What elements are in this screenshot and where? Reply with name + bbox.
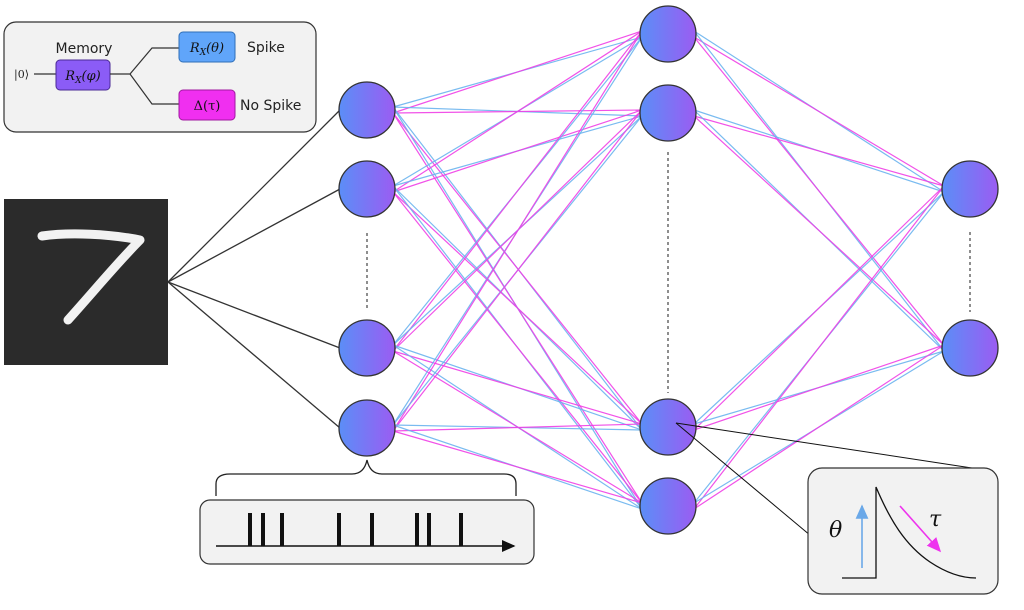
neuron-node-l3-1 — [941, 160, 999, 218]
spike-bars — [248, 513, 463, 546]
synapse-edge — [693, 36, 945, 346]
spike-gate — [178, 31, 236, 63]
neuron-node-l3-2 — [941, 319, 999, 377]
neuron-node-l1-4 — [338, 399, 396, 457]
network-nodes — [338, 5, 999, 535]
neuron-node-l2-3 — [639, 398, 697, 456]
ket-zero-label: |0⟩ — [14, 68, 29, 82]
synapse-edge — [392, 109, 643, 432]
synapse-edge — [392, 350, 643, 425]
nospike-gate — [178, 89, 236, 121]
brace — [215, 459, 517, 496]
tau-arrow — [899, 505, 942, 553]
theta-label: θ — [829, 518, 842, 543]
ellipsis-dashes — [366, 152, 971, 393]
synapse-edge — [392, 30, 643, 193]
synapse-edge — [392, 191, 643, 425]
neuron-node-l1-1 — [338, 81, 396, 139]
memory-label: Memory — [56, 41, 113, 57]
spike-label: Spike — [247, 40, 285, 56]
synapse-edge — [693, 344, 945, 431]
neuron-node-l2-4 — [639, 477, 697, 535]
decay-panel: θ τ — [675, 422, 999, 595]
synapse-edge — [693, 185, 945, 510]
synapse-edge — [693, 344, 945, 510]
spike-train-panel — [199, 459, 535, 565]
nospike-label: No Spike — [240, 98, 301, 114]
circuit-panel: Memory |0⟩ RX(φ) RX(θ) Δ(τ) Spike No Spi… — [3, 21, 317, 133]
neuron-node-l1-2 — [338, 160, 396, 218]
nospike-gate-label: Δ(τ) — [194, 99, 221, 114]
synapse-edge — [693, 185, 945, 431]
synapse-edge — [392, 430, 643, 504]
input-connections — [167, 109, 341, 429]
memory-gate-label: RX(φ) — [64, 69, 100, 86]
neuron-node-l2-1 — [639, 5, 697, 63]
decay-curve — [842, 486, 977, 579]
synapse-edge — [392, 30, 643, 352]
synapse-edge — [392, 109, 643, 193]
network-edges — [392, 30, 945, 510]
neuron-node-l2-2 — [639, 84, 697, 142]
tau-label: τ — [929, 507, 942, 532]
synapse-edge — [693, 115, 945, 187]
synapse-edge — [693, 36, 945, 187]
synapse-edge — [693, 115, 945, 346]
input-digit-image — [4, 199, 168, 365]
synapse-edge — [392, 191, 643, 504]
synapse-edge — [392, 423, 643, 432]
memory-gate — [55, 59, 111, 91]
neuron-node-l1-3 — [338, 319, 396, 377]
synapse-edge — [392, 112, 643, 425]
synapse-edge — [392, 30, 643, 114]
synapse-edge — [392, 30, 643, 432]
spike-gate-label: RX(θ) — [189, 41, 224, 58]
